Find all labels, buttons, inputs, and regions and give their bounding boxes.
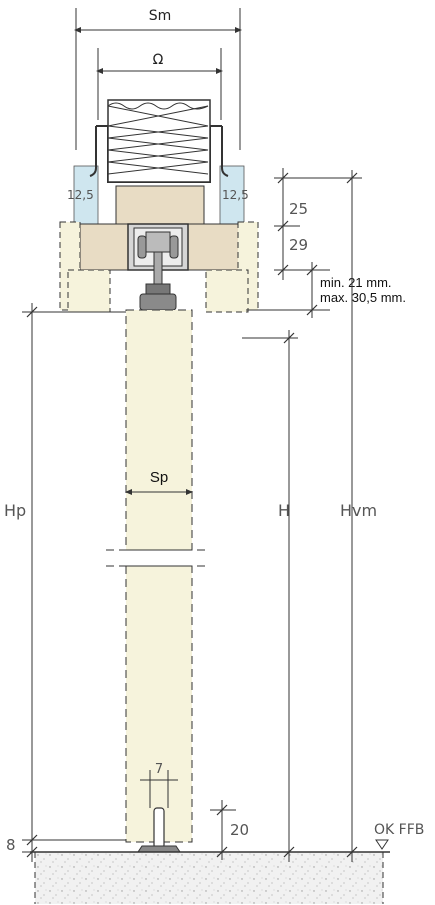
floor-guide: 7 <box>137 762 181 853</box>
ok-ffb-marker: OK FFB <box>374 822 424 850</box>
label-sp: Sp <box>150 469 168 486</box>
dimension-29: 29 <box>274 226 308 280</box>
label-gap-min: min. 21 mm. <box>320 275 392 290</box>
side-panel-right <box>205 221 259 313</box>
label-ok-ffb: OK FFB <box>374 822 424 838</box>
insulation <box>107 99 211 183</box>
dimension-omega: Ω <box>96 48 223 120</box>
track-roller <box>127 223 189 311</box>
label-wall-right: 12,5 <box>222 188 249 202</box>
label-h: H <box>278 501 290 520</box>
label-gap-max: max. 30,5 mm. <box>320 290 406 305</box>
dimension-sm: Sm <box>74 8 242 150</box>
dimension-hp: Hp <box>4 303 126 846</box>
label-25: 25 <box>289 200 308 218</box>
dimension-20: 20 <box>210 800 249 860</box>
dimension-8: 8 <box>6 835 40 862</box>
label-8: 8 <box>6 836 16 854</box>
label-7: 7 <box>155 762 163 777</box>
label-hvm: Hvm <box>340 501 377 520</box>
door-leaf <box>106 309 210 843</box>
label-omega: Ω <box>153 52 164 68</box>
label-wall-left: 12,5 <box>67 188 94 202</box>
label-hp: Hp <box>4 501 26 520</box>
floor <box>30 851 390 904</box>
dimension-hvm: Hvm <box>300 170 377 862</box>
label-sm: Sm <box>149 8 172 24</box>
glass-left <box>73 165 99 227</box>
label-20: 20 <box>230 821 249 839</box>
dimension-h: H <box>242 330 298 862</box>
dimension-gap: min. 21 mm. max. 30,5 mm. <box>246 262 406 318</box>
dimension-25: 25 <box>274 168 308 236</box>
dimension-sp: Sp <box>125 469 193 495</box>
label-29: 29 <box>289 236 308 254</box>
wood-block-top <box>115 185 205 225</box>
